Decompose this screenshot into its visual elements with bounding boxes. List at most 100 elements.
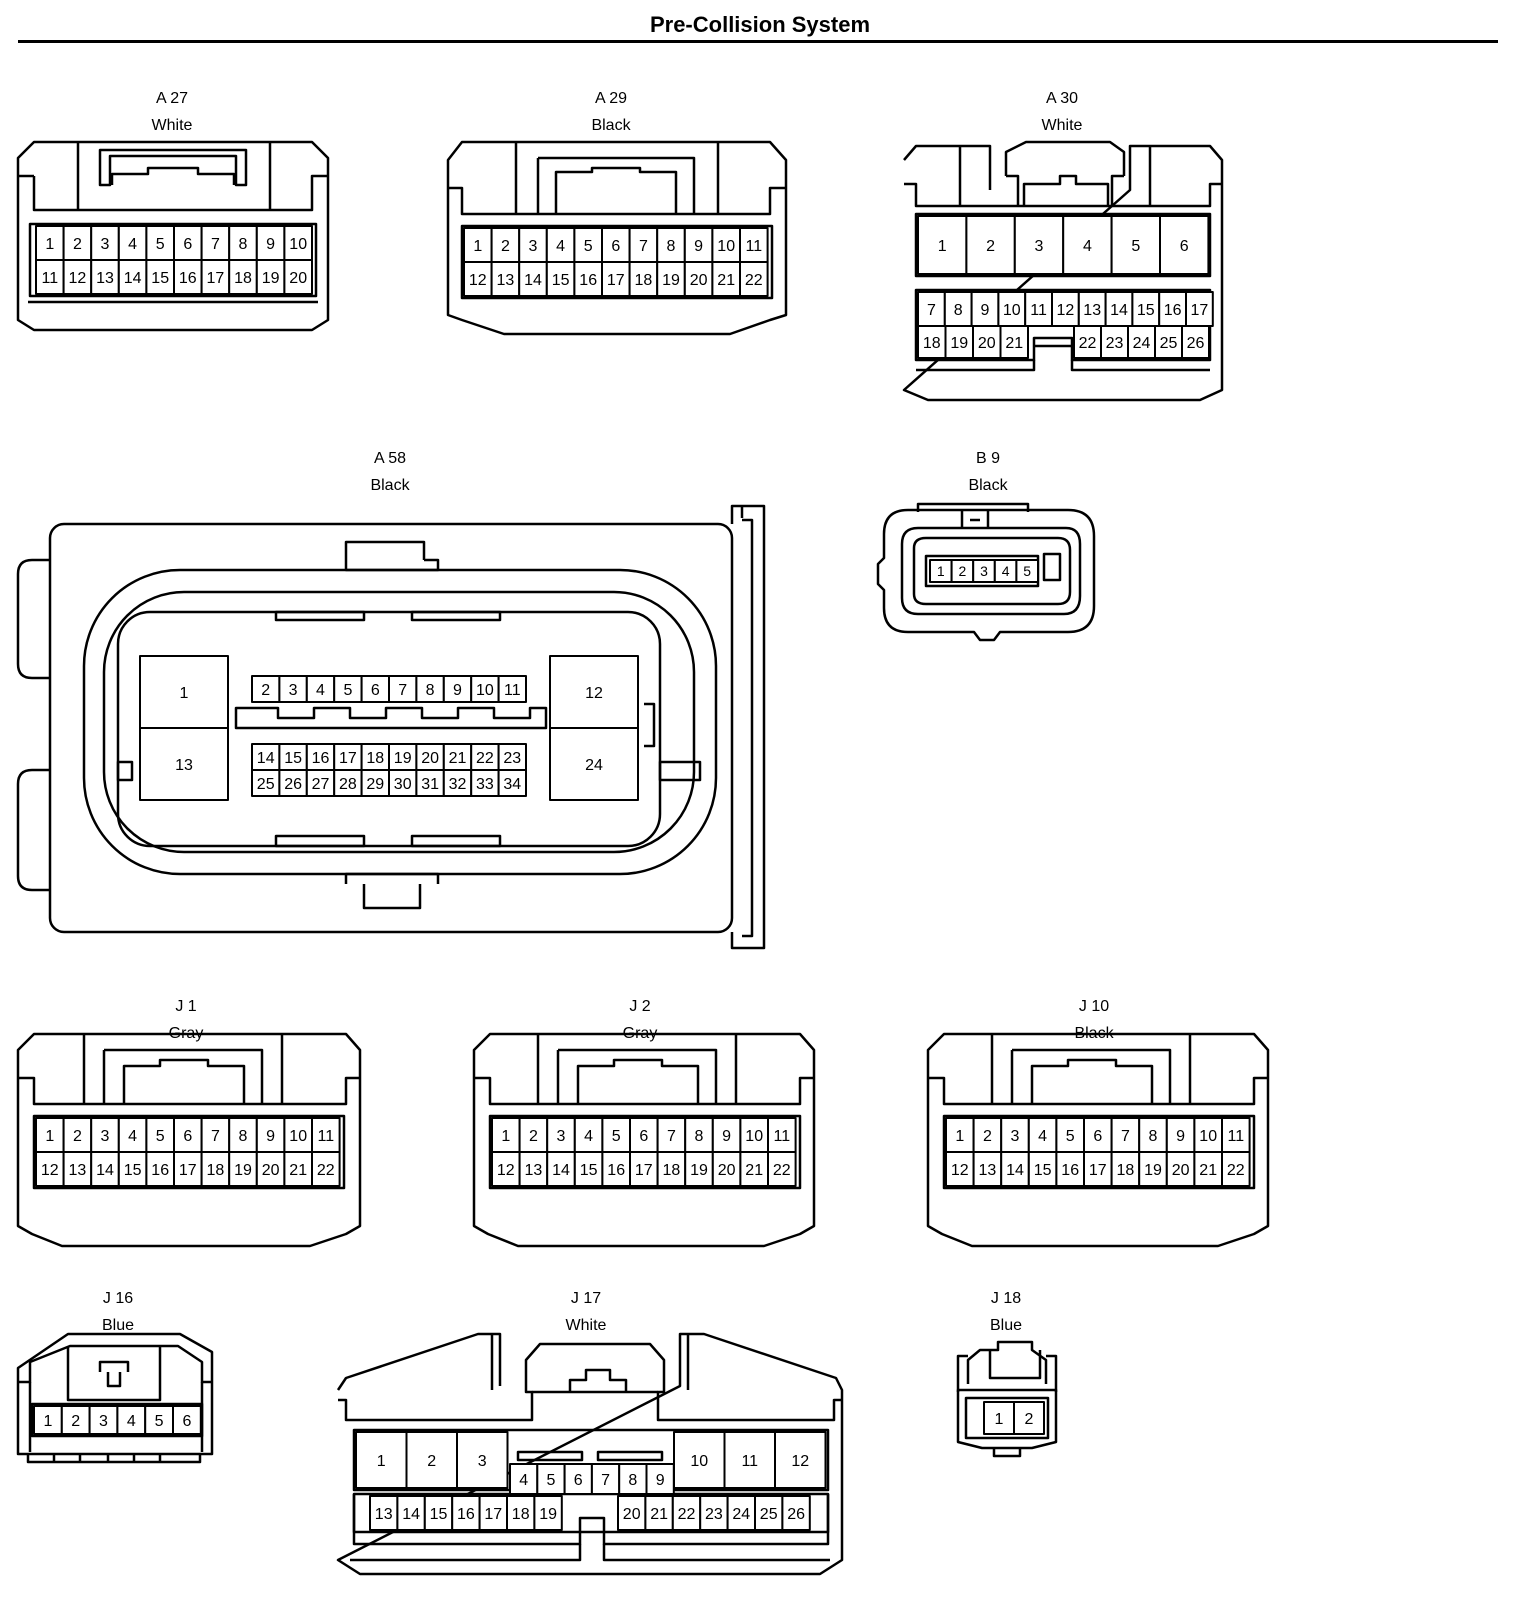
pin-number: 14	[524, 272, 542, 289]
a30-pin-11: 11	[1024, 291, 1053, 327]
connector-id-j16: J 16	[102, 1290, 134, 1307]
a58-pin-2: 2	[251, 675, 281, 703]
pin-number: 7	[639, 238, 648, 255]
j2-pin-18: 18	[656, 1151, 687, 1187]
j1-pin-2: 2	[62, 1117, 93, 1153]
j2-pin-3: 3	[546, 1117, 576, 1153]
pin-number: 23	[705, 1506, 723, 1523]
pin-number: 17	[339, 750, 357, 767]
pin-number: 3	[99, 1413, 108, 1430]
j10-pin-12: 12	[945, 1151, 975, 1187]
j17-pin-24: 24	[726, 1495, 756, 1531]
j17-pin-6: 6	[563, 1463, 593, 1495]
connector-color-b9: Black	[968, 477, 1008, 494]
pin-number: 16	[1061, 1162, 1079, 1179]
connector-id-b9: B 9	[975, 450, 1000, 467]
j10-pin-16: 16	[1055, 1151, 1086, 1187]
connector-housing-b9	[876, 502, 1096, 642]
connector-housing-j18	[956, 1340, 1058, 1458]
a58-pin-7: 7	[388, 675, 418, 703]
pin-number: 22	[476, 750, 494, 767]
j10-pin-8: 8	[1138, 1117, 1168, 1153]
a58-pin-30: 30	[388, 769, 418, 797]
j1-pin-14: 14	[90, 1151, 120, 1187]
connector-id-a30: A 30	[1045, 90, 1079, 107]
j17-pin-10: 10	[673, 1431, 726, 1489]
pin-number: 13	[175, 757, 193, 774]
pin-number: 11	[773, 1128, 790, 1145]
pin-number: 10	[289, 236, 307, 253]
a58-pin-3: 3	[278, 675, 308, 703]
j17-pin-18: 18	[506, 1495, 536, 1531]
pin-number: 16	[607, 1162, 625, 1179]
j1-pin-21: 21	[283, 1151, 313, 1187]
pin-number: 5	[1131, 238, 1140, 255]
pin-number: 2	[73, 236, 82, 253]
j10-pin-19: 19	[1138, 1151, 1168, 1187]
a29-pin-10: 10	[711, 227, 742, 263]
a58-pin-11: 11	[497, 675, 528, 703]
a29-pin-15: 15	[545, 261, 576, 297]
pin-number: 17	[1191, 302, 1209, 319]
pin-number: 5	[1023, 563, 1031, 579]
a58-pin-18: 18	[360, 743, 391, 771]
pin-number: 21	[449, 750, 467, 767]
connector-id-a27: A 27	[155, 90, 189, 107]
j2-pin-16: 16	[601, 1151, 632, 1187]
pin-number: 13	[979, 1162, 997, 1179]
j2-pin-5: 5	[601, 1117, 632, 1153]
a58-pin-26: 26	[278, 769, 308, 797]
connector-housing-a58	[16, 504, 766, 950]
connector-id-a58: A 58	[373, 450, 407, 467]
pin-number: 1	[45, 236, 54, 253]
pin-number: 6	[611, 238, 620, 255]
a58-pin-22: 22	[470, 743, 500, 771]
a29-pin-2: 2	[490, 227, 521, 263]
a29-pin-17: 17	[601, 261, 631, 297]
a58-pin-5: 5	[333, 675, 363, 703]
pin-number: 13	[69, 1162, 87, 1179]
a58-pin-34: 34	[497, 769, 528, 797]
pin-number: 24	[732, 1506, 750, 1523]
connector-color-j18: Blue	[989, 1317, 1023, 1334]
pin-number: 3	[529, 238, 538, 255]
pin-number: 24	[1133, 335, 1151, 352]
connector-color-a27: White	[151, 117, 193, 134]
pin-number: 19	[1144, 1162, 1162, 1179]
pin-number: 21	[1199, 1162, 1217, 1179]
a30-pin-18: 18	[917, 325, 947, 359]
j18-pin-2: 2	[1013, 1401, 1045, 1435]
a29-pin-9: 9	[683, 227, 714, 263]
pin-number: 11	[741, 1453, 758, 1470]
pin-number: 4	[556, 238, 565, 255]
j1-pin-18: 18	[200, 1151, 231, 1187]
j1-pin-9: 9	[255, 1117, 286, 1153]
a27-pin-8: 8	[228, 225, 258, 261]
pin-number: 17	[484, 1506, 502, 1523]
pin-number: 13	[96, 270, 114, 287]
pin-number: 12	[791, 1453, 809, 1470]
j18-pin-1: 1	[983, 1401, 1015, 1435]
pin-number: 20	[289, 270, 307, 287]
pin-number: 18	[1117, 1162, 1135, 1179]
j2-pin-17: 17	[629, 1151, 659, 1187]
pin-number: 10	[745, 1128, 763, 1145]
a27-pin-5: 5	[145, 225, 175, 261]
pin-number: 3	[289, 682, 298, 699]
j17-pin-8: 8	[618, 1463, 648, 1495]
pin-number: 27	[312, 776, 330, 793]
pin-number: 28	[339, 776, 357, 793]
pin-number: 1	[937, 563, 945, 579]
a30-pin-20: 20	[972, 325, 1002, 359]
pin-number: 2	[261, 682, 270, 699]
a58-pin-33: 33	[470, 769, 500, 797]
j10-pin-15: 15	[1027, 1151, 1058, 1187]
j1-pin-11: 11	[311, 1117, 341, 1153]
pin-number: 22	[678, 1506, 696, 1523]
pin-number: 12	[951, 1162, 969, 1179]
j1-pin-6: 6	[173, 1117, 203, 1153]
a58-pin-9: 9	[442, 675, 473, 703]
a29-pin-13: 13	[490, 261, 521, 297]
